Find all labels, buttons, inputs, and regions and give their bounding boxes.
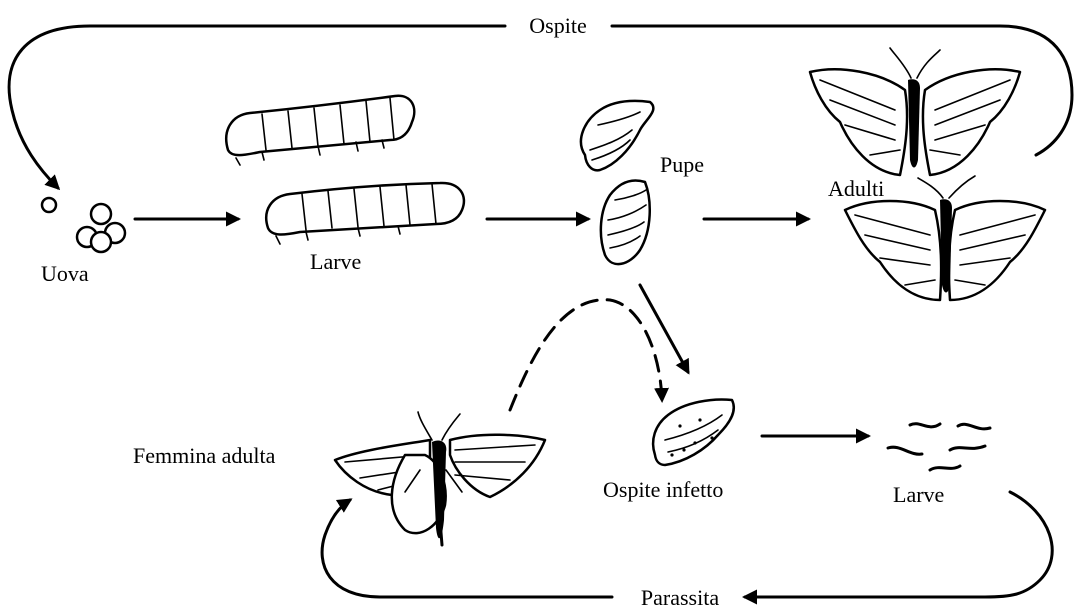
larvae-host-label: Larve: [310, 249, 361, 274]
eggs-label: Uova: [41, 261, 89, 286]
pupa-icon: [581, 101, 653, 170]
caterpillar-icon: [266, 183, 464, 244]
host-label: Ospite: [529, 13, 586, 38]
pupa-icon: [601, 181, 650, 265]
infected-pupa-icon: [653, 400, 734, 465]
pupae-label: Pupe: [660, 152, 704, 177]
parasite-larvae-icon: [888, 424, 990, 470]
arrow-female-oviposition: [510, 300, 662, 410]
parasitoid-wasp-icon: [335, 412, 545, 545]
larvae-parasite-label: Larve: [893, 482, 944, 507]
eggs-icon: [42, 198, 125, 252]
arrow-pupae-to-infected-host: [640, 285, 688, 372]
parasite-label: Parassita: [641, 585, 719, 610]
infected-host-label: Ospite infetto: [603, 477, 723, 502]
adults-label: Adulti: [828, 176, 884, 201]
butterfly-icon: [810, 48, 1020, 175]
caterpillar-icon: [226, 96, 414, 165]
adult-female-label: Femmina adulta: [133, 443, 276, 468]
